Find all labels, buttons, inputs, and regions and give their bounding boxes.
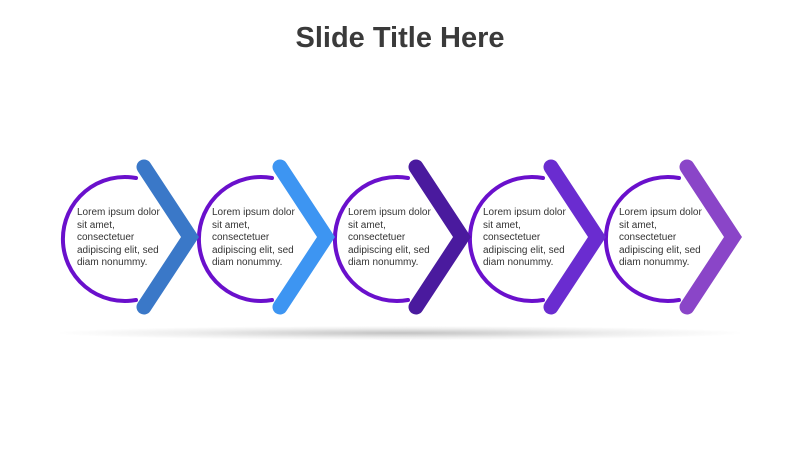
step-1-circle <box>60 175 138 303</box>
base-shadow <box>60 326 740 340</box>
step-5-text: Lorem ipsum dolor sit amet, consectetuer… <box>619 207 739 270</box>
step-1-text-line: consectetuer <box>77 232 135 243</box>
step-2-text-line: diam nonummy. <box>212 257 283 268</box>
slide-title: Slide Title Here <box>295 22 505 54</box>
step-4-text-line: consectetuer <box>483 232 541 243</box>
step-5-text-line: diam nonummy. <box>619 257 690 268</box>
step-4-chevron <box>543 159 606 315</box>
step-4-circle <box>467 175 545 303</box>
step-3-chevron <box>408 159 471 315</box>
step-4-text-line: diam nonummy. <box>483 257 554 268</box>
step-1-text-line: Lorem ipsum dolor <box>77 207 160 218</box>
step-2-text-line: Lorem ipsum dolor <box>212 207 295 218</box>
step-2-text-line: adipiscing elit, sed <box>212 244 294 256</box>
step-5-chevron <box>679 159 742 315</box>
step-3-text-line: sit amet, <box>348 219 386 231</box>
step-5-text-line: consectetuer <box>619 232 677 243</box>
step-4-text-line: sit amet, <box>483 219 521 231</box>
step-5-text-line: Lorem ipsum dolor <box>619 207 702 218</box>
step-2-chevron <box>272 159 335 315</box>
step-2-circle <box>196 175 274 303</box>
step-3-text: Lorem ipsum dolor sit amet, consectetuer… <box>348 207 468 270</box>
step-2-text-line: sit amet, <box>212 219 250 231</box>
step-4-text-line: adipiscing elit, sed <box>483 244 565 256</box>
step-1-chevron <box>136 159 199 315</box>
step-5-text-line: sit amet, <box>619 219 657 231</box>
step-2-text-line: consectetuer <box>212 232 270 243</box>
step-4-text: Lorem ipsum dolor sit amet, consectetuer… <box>483 207 603 270</box>
step-1-text-line: diam nonummy. <box>77 257 148 268</box>
step-2-text: Lorem ipsum dolor sit amet, consectetuer… <box>212 207 332 270</box>
step-3-circle <box>332 175 410 303</box>
step-3-text-line: diam nonummy. <box>348 257 419 268</box>
step-5-circle <box>603 175 681 303</box>
step-1-text: Lorem ipsum dolor sit amet, consectetuer… <box>77 207 197 270</box>
step-3-text-line: Lorem ipsum dolor <box>348 207 431 218</box>
step-1-text-line: adipiscing elit, sed <box>77 244 159 256</box>
step-3-text-line: adipiscing elit, sed <box>348 244 430 256</box>
step-4-text-line: Lorem ipsum dolor <box>483 207 566 218</box>
step-1-text-line: sit amet, <box>77 219 115 231</box>
step-3-text-line: consectetuer <box>348 232 406 243</box>
step-5-text-line: adipiscing elit, sed <box>619 244 701 256</box>
